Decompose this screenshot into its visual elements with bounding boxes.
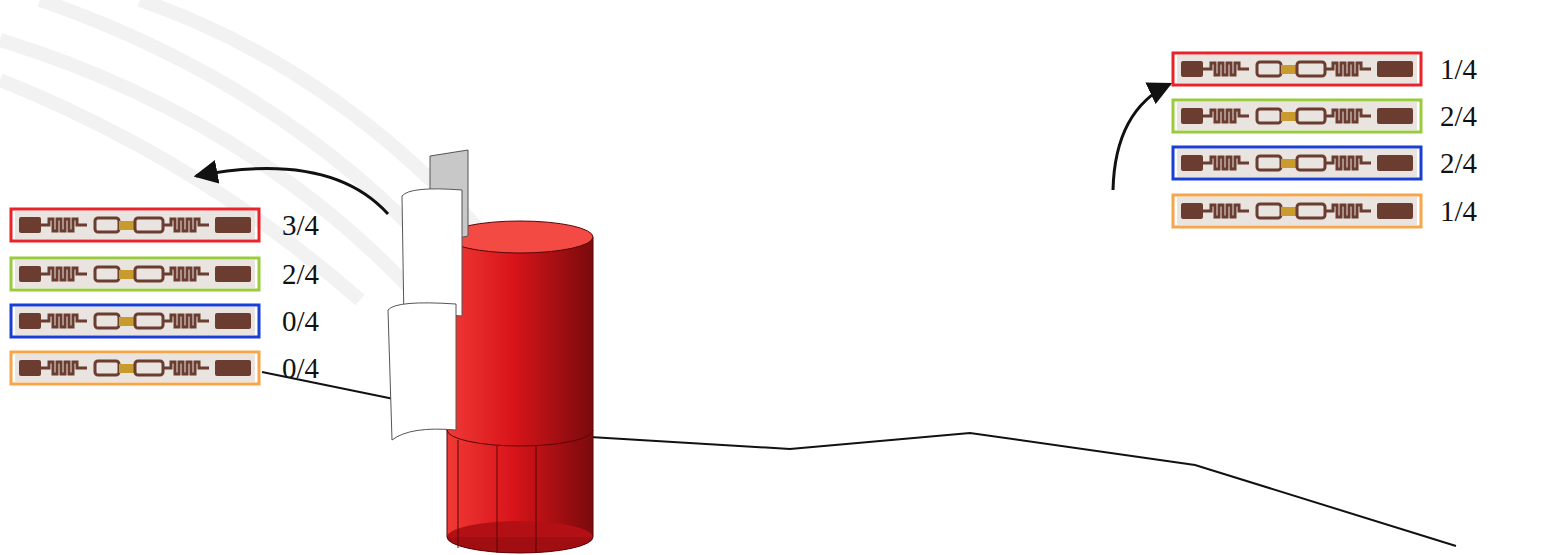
vote-fraction: 0/4 (282, 354, 319, 383)
vote-fraction: 3/4 (282, 211, 319, 240)
curved-arrow (196, 168, 388, 214)
red-cylinder (447, 221, 593, 553)
vote-fraction: 2/4 (1440, 149, 1477, 178)
vote-fraction: 0/4 (282, 307, 319, 336)
vote-fraction: 1/4 (1440, 197, 1477, 226)
vote-fraction: 2/4 (282, 260, 319, 289)
vote-fraction: 2/4 (1440, 102, 1477, 131)
path-line (590, 433, 1456, 546)
rfid-tags-left (11, 209, 259, 384)
curved-arrow (1113, 84, 1170, 190)
rfid-tags-right (1173, 53, 1421, 227)
vote-fraction: 1/4 (1440, 55, 1477, 84)
attached-tags (388, 150, 468, 440)
